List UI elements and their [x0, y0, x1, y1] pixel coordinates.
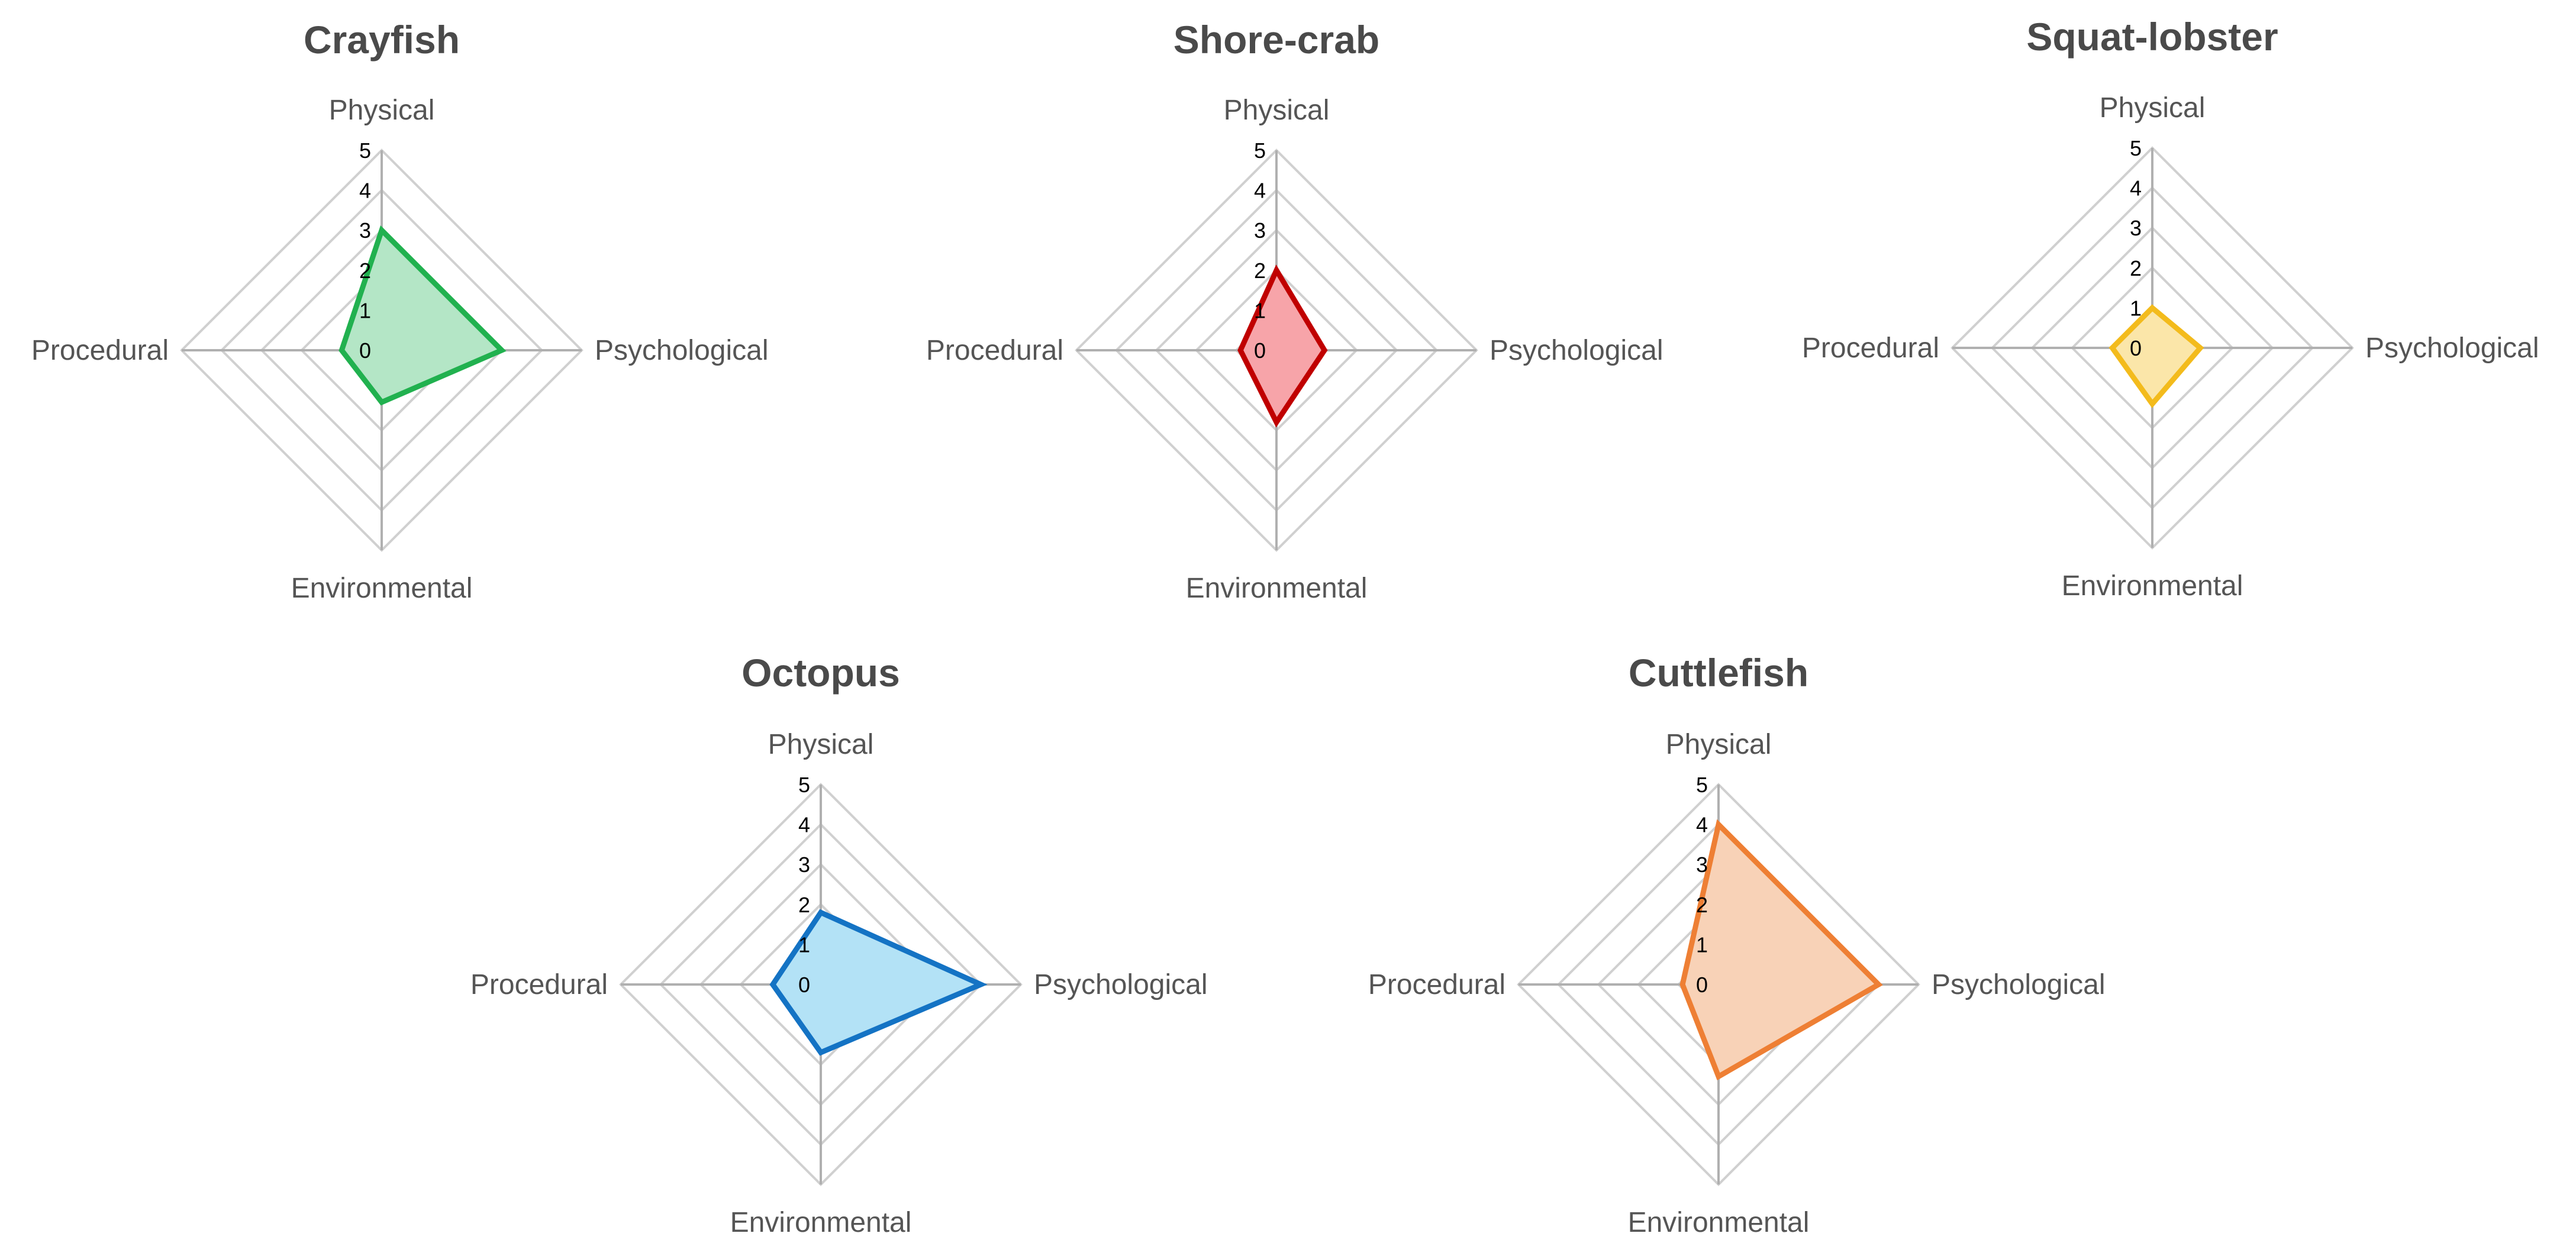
axis-label: Procedural — [926, 335, 1063, 366]
tick-label: 2 — [1254, 259, 1266, 283]
axis-label: Physical — [2100, 92, 2206, 124]
tick-label: 2 — [798, 893, 810, 917]
tick-label: 0 — [1254, 338, 1266, 363]
chart-title: Octopus — [741, 651, 900, 695]
tick-label: 4 — [798, 813, 810, 837]
radar-chart-3: Squat-lobster 0 1 2 3 4 5 PhysicalPsychological… — [1802, 15, 2539, 602]
tick-label: 3 — [1696, 853, 1708, 877]
axis-label: Physical — [1666, 729, 1772, 760]
tick-label: 2 — [1696, 893, 1708, 917]
tick-label: 0 — [2130, 336, 2142, 360]
axis-label: Psychological — [1034, 969, 1207, 1000]
radar-chart-1: Crayfish 0 1 2 3 4 5 PhysicalPsychologicalEnvir… — [31, 18, 769, 604]
tick-label: 3 — [798, 853, 810, 877]
data-point — [1718, 1076, 1719, 1077]
data-point — [501, 350, 502, 351]
axis-label: Physical — [768, 729, 874, 760]
data-point — [980, 984, 982, 985]
data-point — [1682, 984, 1684, 985]
axis-label: Environmental — [730, 1207, 912, 1238]
data-point — [381, 230, 382, 231]
tick-label: 1 — [359, 298, 371, 322]
axis-label: Procedural — [470, 969, 608, 1000]
tick-label: 3 — [1254, 218, 1266, 243]
tick-label: 4 — [359, 179, 371, 203]
radar-chart-2: Shore-crab 0 1 2 3 4 5 PhysicalPsychologicalEnv… — [926, 18, 1663, 604]
tick-label: 5 — [2130, 136, 2142, 160]
data-point — [341, 350, 343, 351]
data-point — [381, 401, 382, 403]
data-point — [1240, 350, 1242, 351]
axis-label: Environmental — [2062, 570, 2243, 602]
tick-label: 1 — [1696, 932, 1708, 957]
data-point — [772, 984, 773, 985]
series-polygon — [2108, 304, 2204, 408]
data-point — [1276, 269, 1277, 271]
tick-label: 5 — [359, 138, 371, 163]
tick-label: 1 — [798, 932, 810, 957]
chart-title: Crayfish — [304, 18, 460, 62]
axis-label: Environmental — [291, 573, 473, 604]
data-point — [2152, 403, 2153, 405]
axis-label: Psychological — [1489, 335, 1663, 366]
chart-title: Cuttlefish — [1629, 651, 1808, 695]
tick-label: 3 — [359, 218, 371, 243]
data-point — [1276, 421, 1277, 423]
data-point — [1878, 984, 1879, 985]
series-polygon — [1679, 819, 1883, 1080]
axis-label: Physical — [329, 95, 435, 126]
axis-label: Psychological — [1932, 969, 2105, 1000]
axis-label: Physical — [1224, 95, 1330, 126]
tick-label: 0 — [798, 973, 810, 997]
tick-label: 4 — [2130, 176, 2142, 201]
tick-label: 1 — [1254, 298, 1266, 322]
tick-label: 4 — [1696, 813, 1708, 837]
radar-chart-4: Octopus 0 1 2 3 4 5 PhysicalPsychologicalEnviro… — [470, 651, 1208, 1238]
data-point — [1718, 824, 1719, 825]
tick-label: 2 — [359, 259, 371, 283]
tick-label: 2 — [2130, 256, 2142, 280]
axis-label: Procedural — [1368, 969, 1505, 1000]
data-point — [2111, 347, 2113, 348]
tick-label: 4 — [1254, 179, 1266, 203]
tick-label: 0 — [1696, 973, 1708, 997]
tick-label: 5 — [1696, 773, 1708, 797]
radar-chart-5: Cuttlefish 0 1 2 3 4 5 PhysicalPsychologicalEnv… — [1368, 651, 2106, 1238]
axis-label: Psychological — [2365, 333, 2539, 364]
axis-label: Environmental — [1186, 573, 1368, 604]
data-point — [2200, 347, 2201, 348]
tick-label: 5 — [1254, 138, 1266, 163]
chart-title: Shore-crab — [1173, 18, 1379, 62]
tick-label: 1 — [2130, 296, 2142, 320]
data-point — [2152, 307, 2153, 309]
axis-label: Procedural — [31, 335, 169, 366]
data-point — [1324, 350, 1326, 351]
axis-label: Psychological — [595, 335, 768, 366]
chart-title: Squat-lobster — [2026, 15, 2278, 59]
tick-label: 3 — [2130, 216, 2142, 240]
data-point — [820, 1051, 821, 1053]
axis-label: Procedural — [1802, 333, 1939, 364]
axis-label: Environmental — [1628, 1207, 1810, 1238]
tick-label: 5 — [798, 773, 810, 797]
tick-label: 0 — [359, 338, 371, 363]
data-point — [820, 912, 821, 913]
